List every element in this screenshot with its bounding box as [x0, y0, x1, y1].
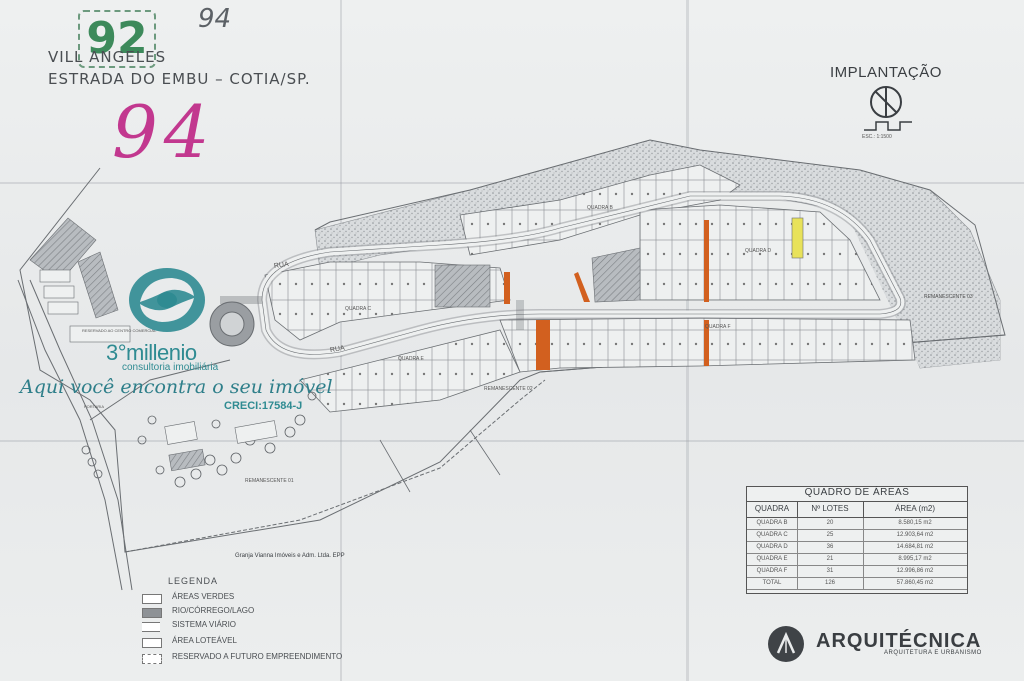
realtor-subtitle: consultoria imobiliária: [122, 362, 219, 373]
legend-item-label: ÁREA LOTEÁVEL: [172, 636, 237, 645]
legend-item: RESERVADO A FUTURO EMPREENDIMENTO: [142, 652, 372, 666]
table-cell: 8.995,17 m2: [863, 554, 967, 566]
orange-path-marker: [704, 320, 709, 366]
table-cell: 126: [797, 578, 864, 590]
legend-swatch: [142, 638, 162, 648]
table-cell: 36: [797, 542, 864, 554]
number-stamp: 92: [78, 10, 156, 68]
realtor-brand: 3°millenio: [106, 340, 197, 365]
table-header: Nº LOTES: [797, 501, 864, 518]
legend-item-label: ÁREAS VERDES: [172, 592, 235, 601]
legend-item: RIO/CÓRREGO/LAGO: [142, 606, 372, 620]
architect-name: ARQUITÉCNICA: [816, 630, 982, 652]
remanescente-label: REMANESCENTE 01: [245, 478, 294, 484]
table-cell: TOTAL: [747, 578, 798, 590]
areas-table: QUADRO DE ÁREAS QUADRA Nº LOTES ÁREA (m2…: [746, 486, 968, 594]
commercial-center-label: RESERVADO AO CENTRO COMERCIAL: [82, 328, 157, 333]
orange-path-marker: [704, 220, 709, 302]
legend-item: ÁREAS VERDES: [142, 592, 372, 606]
legend-item-label: SISTEMA VIÁRIO: [172, 620, 237, 629]
realtor-creci: CRECI:17584-J: [224, 400, 303, 412]
legend-swatch: [142, 622, 160, 632]
architect-subtitle: ARQUITETURA E URBANISMO: [884, 650, 982, 656]
realtor-tagline: Aqui você encontra o seu imóvel: [20, 376, 333, 398]
north-arrow-icon: [864, 86, 912, 131]
legend-swatch: [142, 654, 162, 664]
legend-item-label: RIO/CÓRREGO/LAGO: [172, 606, 255, 615]
quadra-label: QUADRA F: [705, 324, 731, 330]
legend-title: LEGENDA: [168, 576, 219, 586]
legend-item-label: RESERVADO A FUTURO EMPREENDIMENTO: [172, 652, 343, 661]
scale-note: ESC.: 1:1500: [862, 134, 892, 140]
project-title: VILL ANGELES: [48, 48, 167, 66]
legend-swatch: [142, 594, 162, 604]
orange-path-marker: [536, 320, 550, 370]
fold-line: [0, 440, 1024, 442]
table-cell: QUADRA B: [747, 518, 798, 530]
areas-table-title: QUADRO DE ÁREAS: [747, 487, 967, 502]
table-cell: QUADRA C: [747, 530, 798, 542]
highlighted-lot: [791, 217, 804, 259]
table-cell: 31: [797, 566, 864, 578]
table-cell: 21: [797, 554, 864, 566]
project-address: ESTRADA DO EMBU – COTIA/SP.: [48, 70, 311, 88]
table-cell: 57.860,45 m2: [863, 578, 967, 590]
table-cell: 14.684,81 m2: [863, 542, 967, 554]
signature-note: Granja Vianna Imóveis e Adm. Ltda. EPP: [235, 553, 345, 559]
quadra-label: QUADRA E: [398, 356, 424, 362]
legend-item: SISTEMA VIÁRIO: [142, 620, 372, 634]
table-cell: 12.903,64 m2: [863, 530, 967, 542]
table-cell: 20: [797, 518, 864, 530]
realtor-logo-icon: [129, 268, 205, 332]
legend-item: ÁREA LOTEÁVEL: [142, 636, 372, 650]
table-cell: 25: [797, 530, 864, 542]
architect-logo-icon: [768, 626, 804, 662]
gatehouse-label: PORTARIA: [84, 404, 105, 409]
quadra-label: QUADRA D: [745, 248, 772, 254]
fold-line: [340, 0, 342, 681]
orange-path-marker: [504, 272, 510, 304]
table-cell: 12.996,86 m2: [863, 566, 967, 578]
architect-logo-icon: [776, 631, 796, 654]
table-cell: 8.580,15 m2: [863, 518, 967, 530]
table-header: ÁREA (m2): [863, 501, 967, 518]
quadra-label: QUADRA C: [345, 306, 372, 312]
legend-swatch: [142, 608, 162, 618]
table-cell: QUADRA F: [747, 566, 798, 578]
pencil-note: 94: [198, 4, 232, 34]
table-cell: QUADRA E: [747, 554, 798, 566]
remanescente-label: REMANESCENTE 03: [924, 294, 973, 300]
orange-path-marker: [574, 272, 590, 302]
quadra-label: QUADRA B: [587, 205, 613, 211]
table-header: QUADRA: [747, 501, 798, 518]
remanescente-label: REMANESCENTE 02: [484, 386, 533, 392]
table-cell: QUADRA D: [747, 542, 798, 554]
plan-title: IMPLANTAÇÃO: [830, 64, 942, 81]
marker-note: 94: [112, 90, 216, 174]
